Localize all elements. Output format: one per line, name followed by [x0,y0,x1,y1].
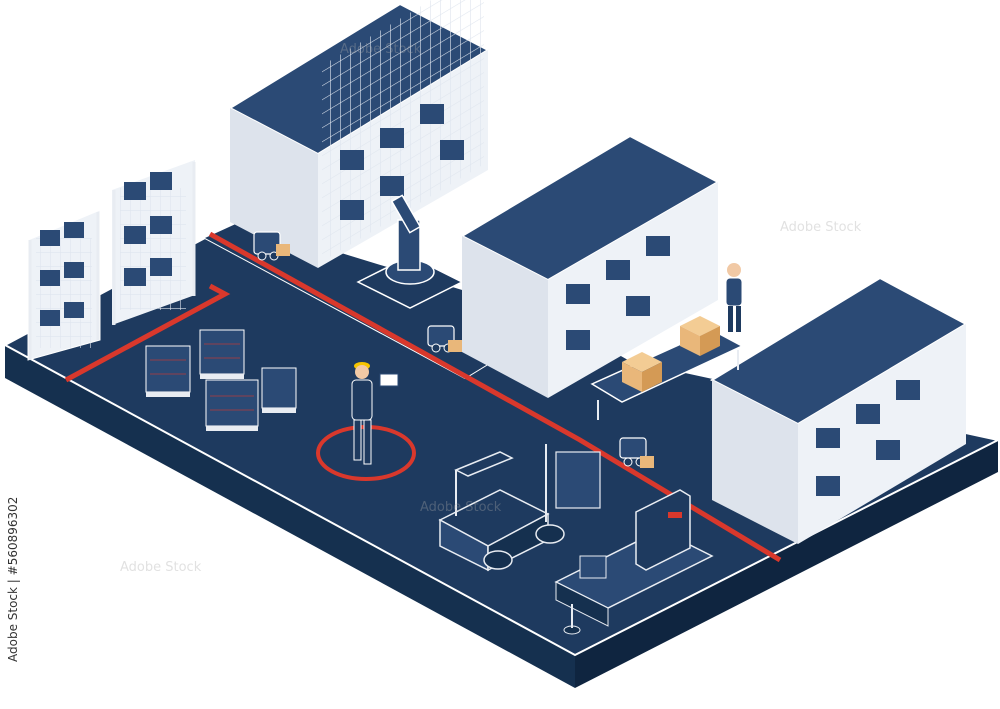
pallet-stack [205,379,259,431]
floor-front-left-side [5,345,575,688]
red-line-main [208,231,782,563]
tablet-icon [379,373,399,387]
pallet-stack [145,345,191,397]
agv-robot [619,437,654,468]
stock-id-label: Adobe Stock | #560896302 [6,496,20,662]
agv-robot [253,231,290,261]
storage-rack-middle [459,134,721,398]
floor-front-right-side [575,440,998,688]
storage-rack-back [227,0,491,268]
pallet-stacks [145,329,297,431]
pallet-stack [261,367,297,413]
pallet-stack [199,329,245,379]
red-line-left-zone [64,283,231,383]
forklift [438,444,601,572]
robot-arm [356,194,464,309]
worker-with-tablet [351,362,399,465]
small-storage-rack-left [27,209,101,361]
agv-robot [427,325,462,353]
rack-side [230,108,318,268]
cardboard-box [622,352,662,392]
cardboard-box [680,316,720,356]
worker-at-conveyor [725,263,743,332]
rack-back-boxes [340,104,464,220]
small-storage-rack-right [112,160,196,325]
warehouse-floor [2,222,1000,688]
conveyor-scanner [554,489,714,635]
storage-rack-front-right [709,276,969,544]
